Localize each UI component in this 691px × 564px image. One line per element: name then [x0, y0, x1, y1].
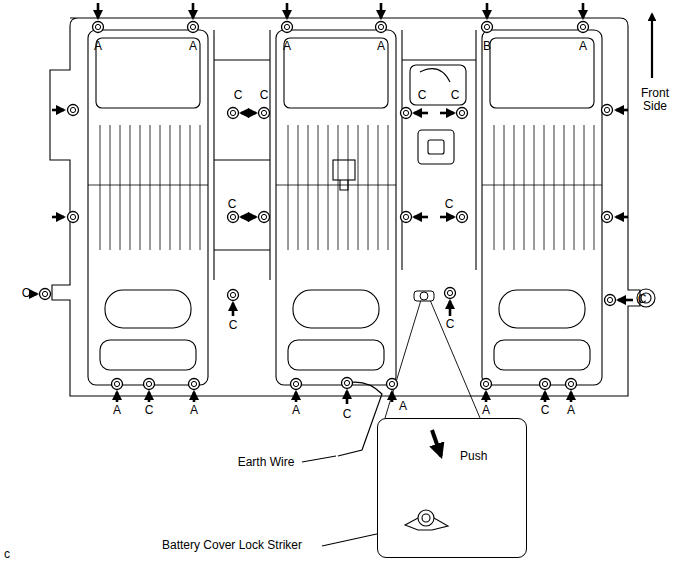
- part-label: C: [22, 287, 31, 300]
- part-label: A: [94, 40, 102, 53]
- callout-text: Push: [460, 449, 487, 463]
- part-label: C: [229, 319, 238, 332]
- part-label: C: [260, 89, 269, 102]
- part-label: C: [541, 404, 550, 417]
- part-label: A: [189, 40, 197, 53]
- part-label: A: [292, 404, 300, 417]
- part-label: Front Side: [636, 87, 674, 113]
- part-label: A: [399, 400, 407, 413]
- callout-box: Push: [377, 418, 527, 558]
- part-label: A: [283, 40, 291, 53]
- part-label: B: [483, 40, 491, 53]
- part-label: C: [228, 198, 237, 211]
- part-label: A: [377, 40, 385, 53]
- part-label: C: [234, 89, 243, 102]
- part-label: C: [446, 318, 455, 331]
- part-label: C: [418, 89, 427, 102]
- part-label: A: [579, 40, 587, 53]
- part-label: C: [343, 408, 352, 421]
- part-label: A: [113, 404, 121, 417]
- part-label: Battery Cover Lock Striker: [162, 539, 302, 552]
- part-label: C: [638, 293, 647, 306]
- part-label: A: [482, 404, 490, 417]
- part-label: C: [451, 89, 460, 102]
- part-label: c: [4, 548, 10, 561]
- part-label: A: [190, 404, 198, 417]
- part-label: C: [145, 404, 154, 417]
- part-label: C: [445, 198, 454, 211]
- part-label: Earth Wire: [238, 456, 295, 469]
- part-label: A: [567, 404, 575, 417]
